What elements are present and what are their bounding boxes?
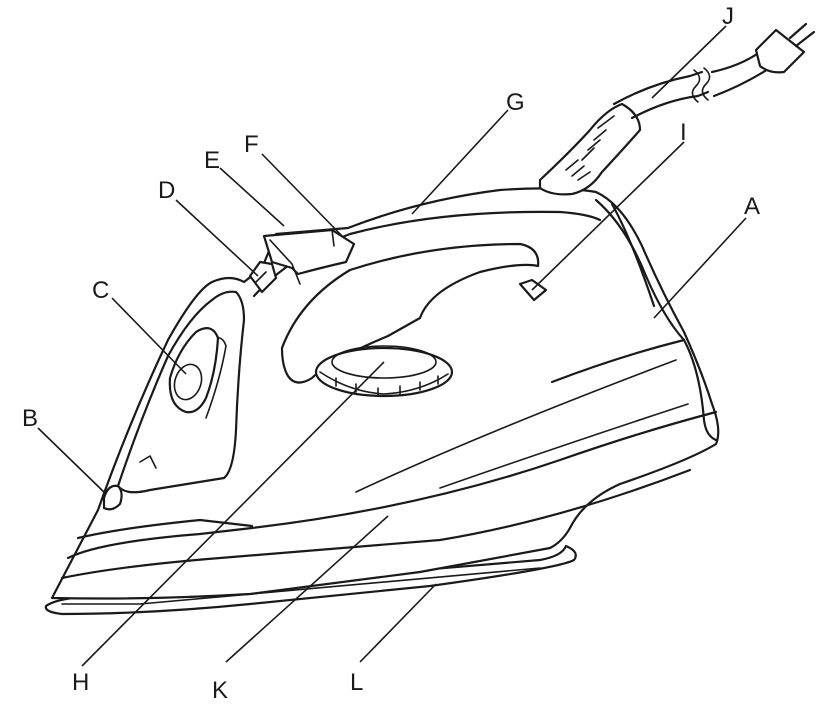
leader-i [531, 141, 685, 291]
label-g: G [506, 89, 525, 116]
leader-k [225, 515, 389, 663]
leader-b [37, 427, 107, 495]
water-window [168, 327, 220, 414]
label-l: L [350, 669, 363, 696]
label-e: E [204, 147, 220, 174]
label-k: K [212, 677, 228, 704]
leader-h [81, 361, 385, 667]
control-buttons [248, 228, 356, 294]
leader-e [219, 167, 285, 227]
label-a: A [744, 193, 760, 220]
label-c: C [92, 277, 109, 304]
leader-c [111, 297, 187, 375]
label-d: D [158, 177, 175, 204]
leader-j [651, 25, 727, 99]
leader-d [175, 199, 259, 277]
label-i: I [680, 119, 687, 146]
label-b: B [22, 405, 38, 432]
callout-labels: A B C D E F G H I J K L [22, 3, 760, 704]
power-cord [538, 22, 816, 196]
temperature-dial [314, 345, 454, 398]
leader-f [261, 153, 345, 239]
spray-nozzle [102, 484, 123, 511]
callout-leaders [37, 25, 747, 667]
leader-a [653, 217, 747, 319]
label-j: J [722, 3, 734, 30]
label-h: H [72, 669, 89, 696]
leader-l [359, 583, 437, 663]
label-f: F [244, 131, 259, 158]
leader-g [411, 109, 509, 215]
